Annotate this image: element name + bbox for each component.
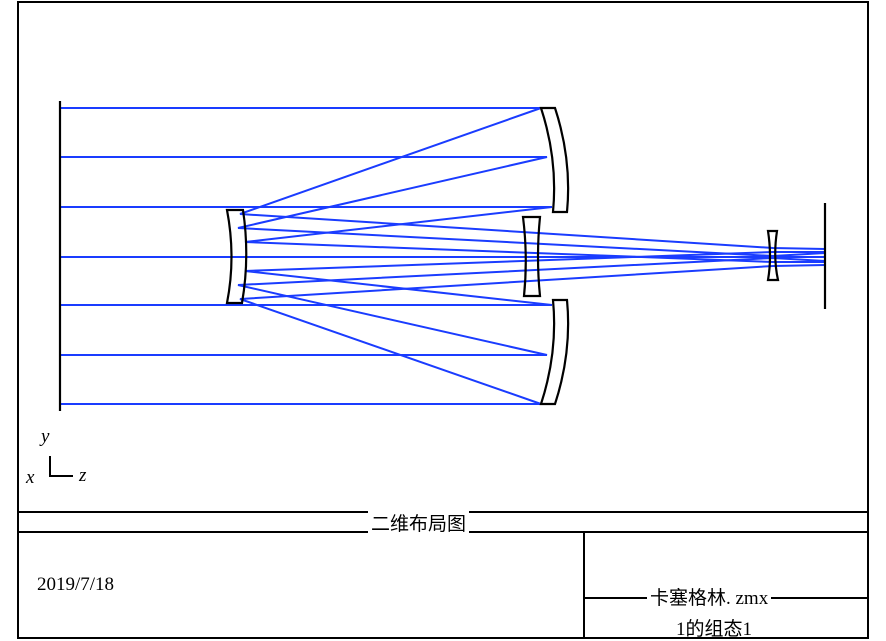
optics: [58, 101, 827, 411]
outer-border: [17, 1, 869, 639]
ray-path: [60, 256, 826, 356]
frame: [17, 1, 869, 639]
primary-mirror-top: [539, 106, 570, 214]
ray-path: [60, 107, 826, 250]
configuration-label: 1的组态1: [676, 619, 753, 640]
primary-mirror-bottom: [539, 298, 570, 406]
date-label: 2019/7/18: [37, 574, 115, 595]
corrector-lens: [521, 215, 542, 298]
ray-path: [60, 156, 826, 258]
axis-label-x: x: [26, 467, 35, 488]
axis-label-y: y: [41, 426, 50, 447]
plot-title: 二维布局图: [368, 509, 470, 536]
field-lens: [766, 229, 780, 282]
ray-bundle: [60, 107, 826, 405]
secondary-mirror: [225, 208, 248, 305]
file-name: 卡塞格林. zmx: [647, 583, 772, 610]
axis-indicator: [49, 456, 73, 477]
axis-label-z: z: [79, 465, 87, 486]
ray-path: [60, 264, 826, 405]
